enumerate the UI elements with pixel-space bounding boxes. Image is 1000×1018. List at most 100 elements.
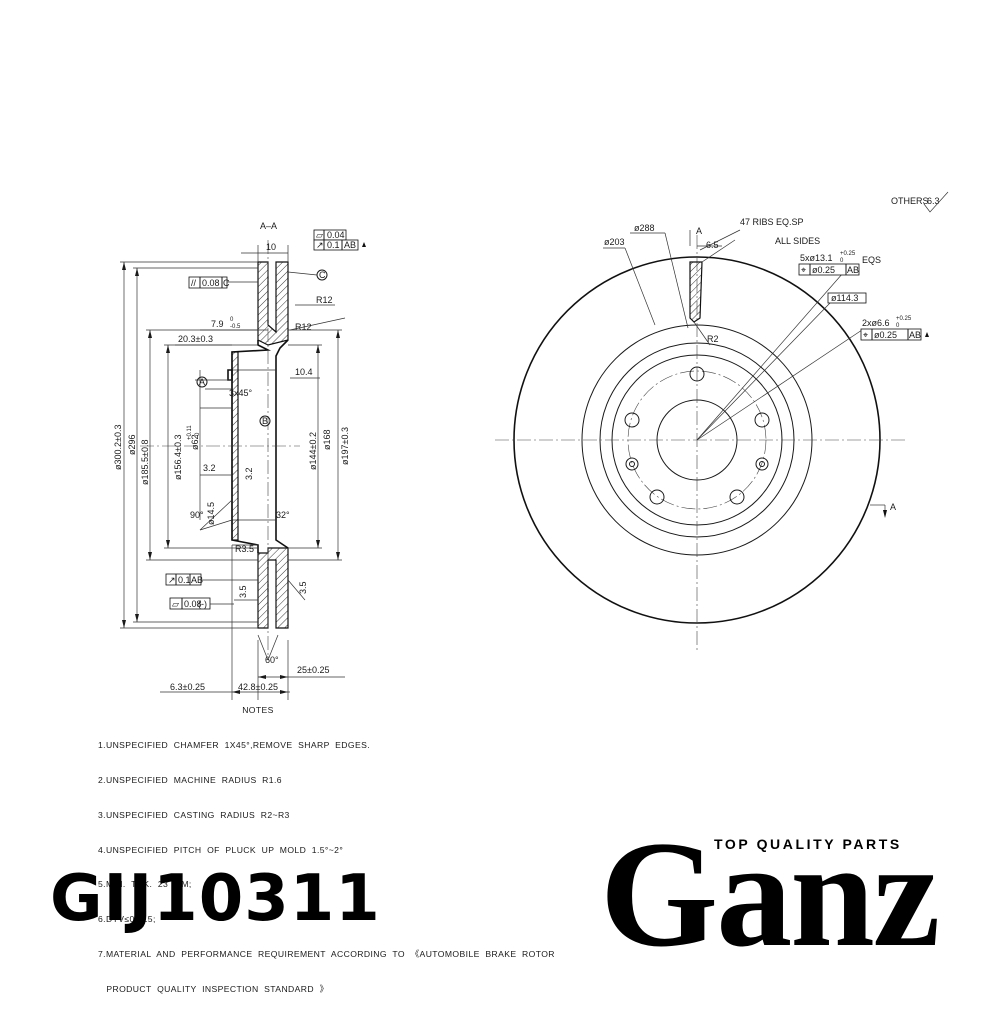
svg-text:C: C bbox=[319, 270, 326, 280]
svg-text:0: 0 bbox=[896, 323, 900, 329]
section-mark-top: A bbox=[696, 226, 702, 236]
surface-finish-value: 6.3 bbox=[927, 196, 940, 206]
diameter-dimensions bbox=[120, 245, 346, 700]
dim-hat-depth: 20.3±0.3 bbox=[178, 334, 213, 344]
dim-rib: 10.4 bbox=[295, 367, 313, 377]
dim-d300: ø300.2±0.3 bbox=[113, 425, 123, 470]
dim-w65: 6.5 bbox=[706, 240, 719, 250]
dim-r35: R3.5 bbox=[235, 544, 254, 554]
svg-text:+0.11: +0.11 bbox=[187, 425, 193, 440]
gdt-runout-top: ↗ 0.1 AB bbox=[313, 239, 366, 251]
dim-d288: ø288 bbox=[634, 223, 655, 233]
svg-text:+0.25: +0.25 bbox=[840, 251, 856, 257]
notes-list: 1.UNSPECIFIED CHAMFER 1X45°,REMOVE SHARP… bbox=[98, 717, 555, 1018]
gdt-runout-hub: ↗ 0.1 AB bbox=[165, 573, 234, 586]
surface-finish-note: OTHERS bbox=[891, 196, 929, 206]
part-number: GIJ10311 bbox=[50, 862, 381, 936]
dim-finish-32: 3.2 bbox=[244, 467, 254, 480]
dim-r32: 3.2 bbox=[203, 463, 216, 473]
gdt-flat-hub: ⏥ 0.08 (-) bbox=[169, 597, 234, 610]
brand-logo: Ganz bbox=[600, 810, 940, 978]
vane-detail bbox=[689, 261, 703, 323]
svg-text:EQS: EQS bbox=[862, 255, 881, 265]
dim-d156: ø156.4±0.3 bbox=[173, 435, 183, 480]
notes-title: NOTES bbox=[242, 705, 274, 715]
svg-text:0.1: 0.1 bbox=[327, 240, 340, 250]
dim-d168: ø168 bbox=[322, 429, 332, 450]
svg-text:0.04: 0.04 bbox=[327, 230, 345, 240]
dim-thk25: 25±0.25 bbox=[297, 665, 329, 675]
svg-text:0.08: 0.08 bbox=[202, 278, 220, 288]
svg-text:2xø6.6: 2xø6.6 bbox=[862, 318, 890, 328]
section-mark-bottom: A bbox=[890, 502, 896, 512]
datum-b-bubble: B bbox=[259, 415, 271, 427]
dim-d296: ø296 bbox=[127, 434, 137, 455]
lug-holes bbox=[624, 366, 770, 505]
svg-text:0.1: 0.1 bbox=[178, 575, 191, 585]
note-item: 3.UNSPECIFIED CASTING RADIUS R2~R3 bbox=[98, 809, 290, 820]
dim-width-10: 10 bbox=[266, 242, 276, 252]
svg-text:ø0.25: ø0.25 bbox=[812, 265, 835, 275]
dim-total428: 42.8±0.25 bbox=[238, 682, 278, 692]
datum-c-bubble: C bbox=[287, 269, 328, 281]
svg-text:0: 0 bbox=[840, 258, 844, 264]
dim-d203: ø203 bbox=[604, 237, 625, 247]
gdt-parallel: // 0.08 C bbox=[188, 276, 258, 289]
svg-text:AB: AB bbox=[191, 575, 203, 585]
svg-text:(-): (-) bbox=[198, 599, 207, 609]
svg-text:+0.25: +0.25 bbox=[896, 316, 912, 322]
dim-chamfer: 3x45° bbox=[229, 388, 253, 398]
note-item: 4.UNSPECIFIED PITCH OF PLUCK UP MOLD 1.5… bbox=[98, 844, 344, 855]
disc-section-top bbox=[257, 261, 289, 346]
dim-v35-a: 3.5 bbox=[238, 585, 248, 598]
svg-text:A: A bbox=[199, 377, 205, 387]
dim-step: 7.9 bbox=[211, 319, 224, 329]
dim-ang90: 90° bbox=[190, 510, 204, 520]
brand-tagline: TOP QUALITY PARTS bbox=[714, 836, 902, 852]
section-title: A–A bbox=[260, 221, 277, 231]
locating-holes bbox=[625, 457, 769, 471]
svg-text:-0.5: -0.5 bbox=[230, 324, 241, 330]
svg-text:0: 0 bbox=[195, 432, 201, 436]
dim-ribs: 47 RIBS EQ.SP bbox=[740, 217, 804, 227]
dim-hub63: 6.3±0.25 bbox=[170, 682, 205, 692]
svg-text:AB: AB bbox=[344, 240, 356, 250]
dim-ang60: 60° bbox=[265, 655, 279, 665]
dim-d185: ø185.5±0.8 bbox=[140, 440, 150, 485]
dim-d145: ø14.5 bbox=[206, 502, 216, 525]
svg-text:0: 0 bbox=[230, 317, 234, 323]
gdt-lug-holes: 5xø13.1 +0.25 0 EQS ⌖ ø0.25 AB bbox=[798, 251, 881, 276]
front-view: OTHERS 6.3 bbox=[495, 191, 949, 650]
svg-text:AB: AB bbox=[847, 265, 859, 275]
svg-text://: // bbox=[191, 278, 197, 288]
dim-all-sides: ALL SIDES bbox=[775, 236, 820, 246]
svg-text:⏥: ⏥ bbox=[172, 599, 179, 609]
svg-text:↗: ↗ bbox=[316, 240, 324, 250]
disc-section-bottom bbox=[257, 547, 289, 629]
section-view: A–A bbox=[113, 221, 366, 700]
dim-pcd: ø114.3 bbox=[827, 292, 867, 304]
datum-a-bubble: A bbox=[196, 376, 208, 388]
gdt-flatness: ⏥ 0.04 bbox=[313, 229, 347, 241]
gdt-small-holes: 2xø6.6 +0.25 0 ⌖ ø0.25 AB bbox=[860, 316, 929, 341]
svg-text:ø0.25: ø0.25 bbox=[874, 330, 897, 340]
svg-text:↗: ↗ bbox=[168, 575, 176, 585]
svg-text:⏥: ⏥ bbox=[316, 230, 323, 240]
svg-text:ø114.3: ø114.3 bbox=[831, 293, 858, 303]
note-item: 2.UNSPECIFIED MACHINE RADIUS R1.6 bbox=[98, 774, 282, 785]
dim-d62: ø62 bbox=[190, 434, 200, 450]
svg-text:C: C bbox=[223, 278, 230, 288]
dim-d144: ø144±0.2 bbox=[308, 432, 318, 470]
dim-r12-a: R12 bbox=[316, 295, 333, 305]
svg-text:AB: AB bbox=[909, 330, 921, 340]
dim-r2: R2 bbox=[707, 334, 719, 344]
note-item: 6.DTV≤0.015; bbox=[98, 914, 156, 925]
note-item: 7.MATERIAL AND PERFORMANCE REQUIREMENT A… bbox=[98, 948, 555, 959]
note-item: 5.MIN. THK. 23 MM; bbox=[98, 879, 192, 890]
note-item: PRODUCT QUALITY INSPECTION STANDARD 》 bbox=[98, 983, 329, 994]
svg-text:B: B bbox=[262, 416, 268, 426]
svg-text:0.08: 0.08 bbox=[184, 599, 202, 609]
svg-text:⌖: ⌖ bbox=[801, 265, 806, 275]
dim-v35-b: 3.5 bbox=[298, 581, 308, 594]
